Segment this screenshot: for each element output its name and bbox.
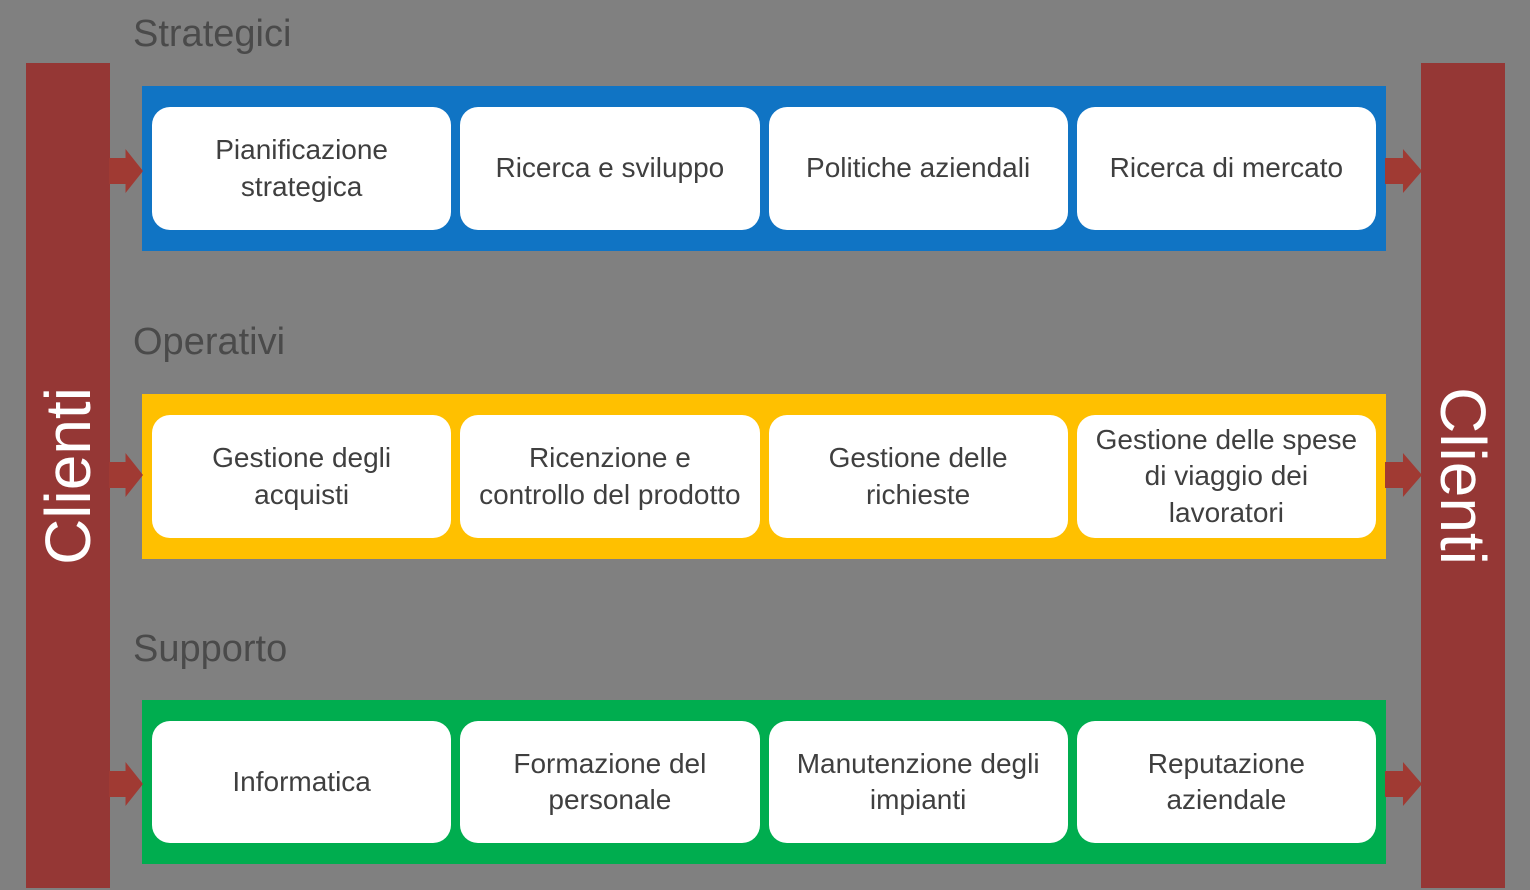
- arrow-out-supporto: [1385, 762, 1422, 806]
- lane-supporto: Informatica Formazione del personale Man…: [142, 700, 1386, 864]
- lane-strategici: Pianificazione strategica Ricerca e svil…: [142, 86, 1386, 251]
- arrow-out-operativi: [1385, 453, 1422, 497]
- process-box-formazione-del-personale: Formazione del personale: [460, 721, 760, 843]
- lane-heading-operativi: Operativi: [133, 321, 286, 363]
- customers-bar-left: Clienti: [26, 63, 110, 888]
- customers-bar-right: Clienti: [1421, 63, 1505, 888]
- process-box-manutenzione-impianti: Manutenzione degli impianti: [768, 721, 1068, 843]
- arrow-in-strategici: [109, 149, 143, 193]
- customers-bar-left-label: Clienti: [32, 386, 104, 565]
- arrow-out-strategici: [1385, 149, 1422, 193]
- process-box-ricerca-di-mercato: Ricerca di mercato: [1076, 107, 1376, 230]
- process-box-ricenzione-e-controllo: Ricenzione e controllo del prodotto: [460, 415, 760, 538]
- lane-operativi: Gestione degli acquisti Ricenzione e con…: [142, 394, 1386, 559]
- arrow-in-supporto: [109, 762, 143, 806]
- arrow-in-operativi: [109, 453, 143, 497]
- process-box-gestione-spese-viaggio: Gestione delle spese di viaggio dei lavo…: [1076, 415, 1376, 538]
- process-box-pianificazione-strategica: Pianificazione strategica: [152, 107, 452, 230]
- customers-bar-right-label: Clienti: [1427, 386, 1499, 565]
- lane-heading-supporto: Supporto: [133, 628, 288, 670]
- process-box-gestione-degli-acquisti: Gestione degli acquisti: [152, 415, 452, 538]
- process-box-reputazione-aziendale: Reputazione aziendale: [1076, 721, 1376, 843]
- lane-heading-strategici: Strategici: [133, 13, 292, 55]
- process-box-politiche-aziendali: Politiche aziendali: [768, 107, 1068, 230]
- process-box-informatica: Informatica: [152, 721, 452, 843]
- process-box-ricerca-e-sviluppo: Ricerca e sviluppo: [460, 107, 760, 230]
- process-box-gestione-delle-richieste: Gestione delle richieste: [768, 415, 1068, 538]
